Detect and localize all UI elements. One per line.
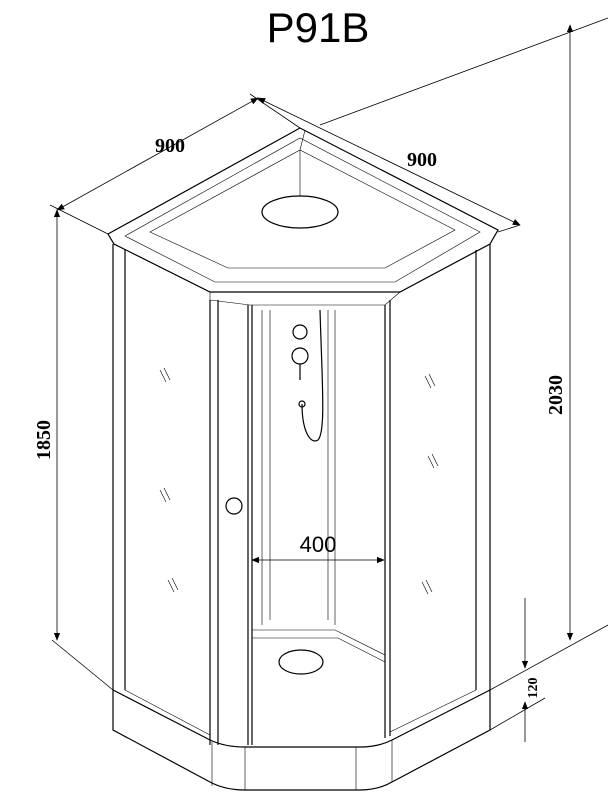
dimension-lines (49, 17, 609, 742)
model-title: P91B (267, 4, 370, 51)
mixer-knob-icon (292, 324, 308, 340)
door-handle (225, 497, 243, 515)
dimension-base-height: 120 (526, 678, 541, 699)
dimension-height-total: 2030 (545, 375, 567, 415)
dimension-width-left: 900 (155, 135, 185, 157)
rain-shower-head (261, 195, 339, 229)
drain-icon (278, 649, 324, 675)
cabin-body (112, 244, 491, 745)
mixer-knob-icon (291, 347, 309, 365)
dimension-door-width: 400 (300, 532, 337, 557)
dimension-width-right: 900 (407, 149, 437, 171)
shower-tray-base (112, 689, 491, 791)
dimension-height-body: 1850 (33, 420, 55, 460)
